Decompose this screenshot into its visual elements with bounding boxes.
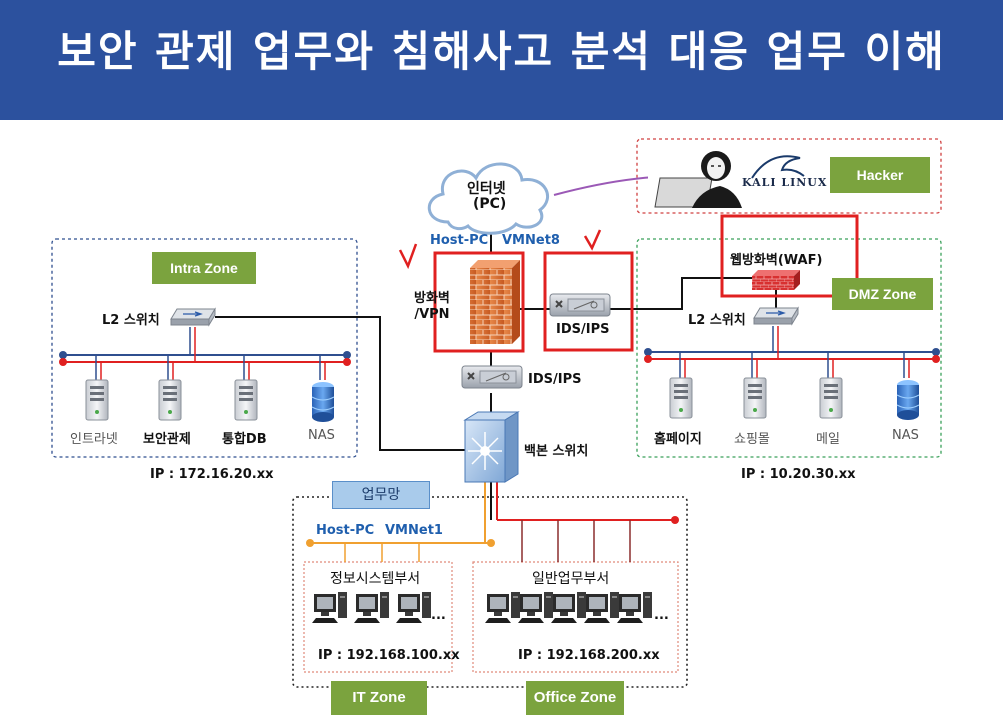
internet-sub-label: (PC) [473,196,507,212]
homepage-server-icon [669,377,693,419]
waf-firewall-icon [752,270,800,290]
office-dept-label: 일반업무부서 [532,571,610,587]
it-dept-box [303,561,453,673]
office-pc-icon [485,592,520,623]
office-zone-tag: Office Zone [526,681,624,715]
intra-to-backbone-link [215,316,465,451]
kali-linux-logo: KALI LINUX [742,176,828,189]
intra-l2-switch-label: L2 스위치 [102,313,160,328]
hacker-tag: Hacker [830,157,930,193]
hacker-box [636,138,942,214]
it-ellipsis: ... [431,608,446,623]
host-pc-work-label: Host-PC [316,523,375,538]
office-dept-box [472,561,679,673]
office-ip-label: IP : 192.168.200.xx [518,648,660,663]
ids-ips-mid-label: IDS/IPS [528,372,582,387]
ids-ips-mid-icon [461,365,523,389]
dmz-nas-icon [896,379,920,421]
dmz-ip-label: IP : 10.20.30.xx [741,467,856,482]
it-pc-icon [396,592,431,623]
annotation-firewall-box [433,251,525,353]
check-mark-icon [398,243,418,270]
it-pc-icon [354,592,389,623]
ids-ips-right-label: IDS/IPS [556,322,610,337]
security-control-label: 보안관제 [143,432,191,447]
dmz-nas-label: NAS [892,428,919,443]
dmz-l2-switch-label: L2 스위치 [688,313,746,328]
kali-dragon-icon [751,155,805,179]
dmz-l2-switch-icon [753,307,799,325]
office-pc-icon [518,592,553,623]
backbone-switch-icon [463,411,520,483]
dmz-zone-box [636,238,942,458]
ids-ips-right-icon [549,293,611,317]
dmz-zone-tag: DMZ Zone [832,278,933,310]
office-ellipsis: ... [654,608,669,623]
intranet-label: 인트라넷 [70,432,118,447]
it-pc-icon [312,592,347,623]
intranet-server-icon [85,379,109,421]
shopping-mall-server-icon [743,377,767,419]
intra-zone-tag: Intra Zone [152,252,256,284]
office-pc-icon [584,592,619,623]
intra-nas-label: NAS [308,428,335,443]
header-bar [0,0,1003,120]
office-pc-icon [617,592,652,623]
annotation-waf-box [720,214,859,298]
security-control-server-icon [158,379,182,421]
office-pc-icon [551,592,586,623]
vmnet8-label: VMNet8 [502,233,560,248]
integrated-db-label: 통합DB [222,432,267,447]
annotation-ids-box [543,251,634,352]
mail-server-icon [819,377,843,419]
intra-ip-label: IP : 172.16.20.xx [150,467,274,482]
shopping-mall-label: 쇼핑몰 [734,432,770,447]
work-network-tag: 업무망 [332,481,430,509]
firewall-icon [470,260,520,344]
intra-zone-box [51,238,358,458]
internet-cloud-icon [427,162,550,235]
internet-label: 인터넷 [467,181,506,197]
page-title: 보안 관제 업무와 침해사고 분석 대응 업무 이해 [57,27,946,76]
waf-label: 웹방화벽(WAF) [730,253,823,268]
integrated-db-server-icon [234,379,258,421]
vmnet1-label: VMNet1 [385,523,443,538]
homepage-label: 홈페이지 [654,432,702,447]
mail-label: 메일 [816,432,840,447]
host-pc-top-label: Host-PC [430,233,489,248]
hacker-link [553,176,656,196]
check-mark-icon [583,229,602,251]
it-ip-label: IP : 192.168.100.xx [318,648,460,663]
intra-nas-icon [311,381,335,423]
intra-l2-switch-icon [170,308,216,326]
firewall-vpn-label: 방화벽 /VPN [414,291,450,322]
backbone-switch-label: 백본 스위치 [524,444,589,459]
it-zone-tag: IT Zone [331,681,427,715]
hacker-figure-icon [648,151,742,208]
it-dept-label: 정보시스템부서 [330,571,421,587]
